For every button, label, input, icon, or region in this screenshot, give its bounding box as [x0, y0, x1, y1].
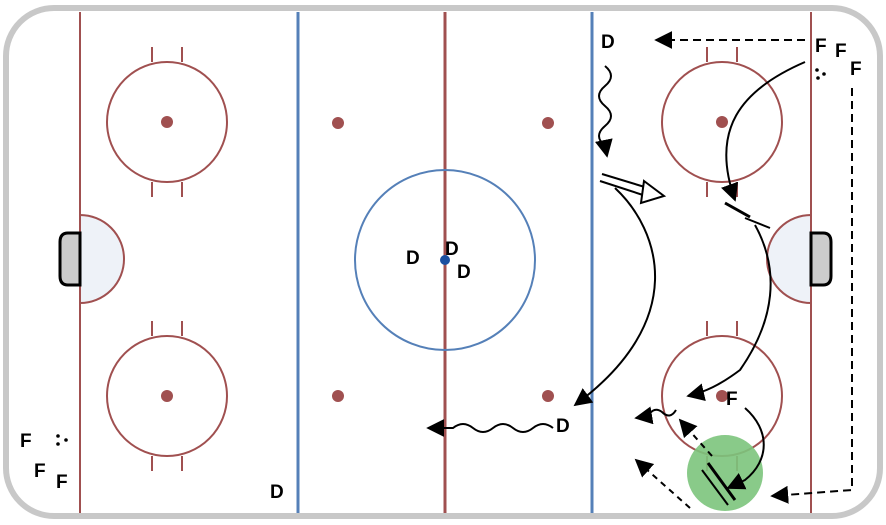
player-label-left-f1: F [20, 431, 32, 452]
faceoff-dot [716, 116, 728, 128]
center-circle [354, 169, 536, 351]
player-label-left-f3: F [56, 472, 68, 493]
neutral-dot [332, 117, 344, 129]
player-label-center-d3: D [457, 262, 471, 283]
left-crease [79, 213, 125, 305]
left-goal [58, 231, 82, 287]
player-label-center-d2: D [445, 239, 459, 260]
player-label-top-f1: F [815, 36, 827, 57]
faceoff-dot [161, 390, 173, 402]
player-label-top-f3: F [850, 59, 862, 80]
player-label-pass-d: D [556, 416, 570, 437]
right-goal [809, 231, 833, 287]
faceoff-dot [161, 116, 173, 128]
puck-dots-icon [56, 68, 826, 446]
player-label-top-f2: F [835, 41, 847, 62]
drill-paths [426, 31, 853, 509]
player-label-left-f2: F [34, 461, 46, 482]
neutral-dot [332, 390, 344, 402]
right-crease [766, 213, 812, 305]
neutral-dot [542, 117, 554, 129]
left-bottom-faceoff-circle [106, 321, 228, 471]
puck-icon [440, 255, 450, 265]
faceoff-dot [716, 390, 728, 402]
net-front-highlight [687, 435, 763, 511]
neutral-dot [542, 390, 554, 402]
player-label-top-d: D [601, 32, 615, 53]
left-top-faceoff-circle [106, 47, 228, 197]
skate-arrow-icon [599, 173, 667, 205]
player-label-center-d1: D [406, 248, 420, 269]
player-label-left-d: D [270, 482, 284, 503]
player-label-low-f: F [726, 389, 738, 410]
